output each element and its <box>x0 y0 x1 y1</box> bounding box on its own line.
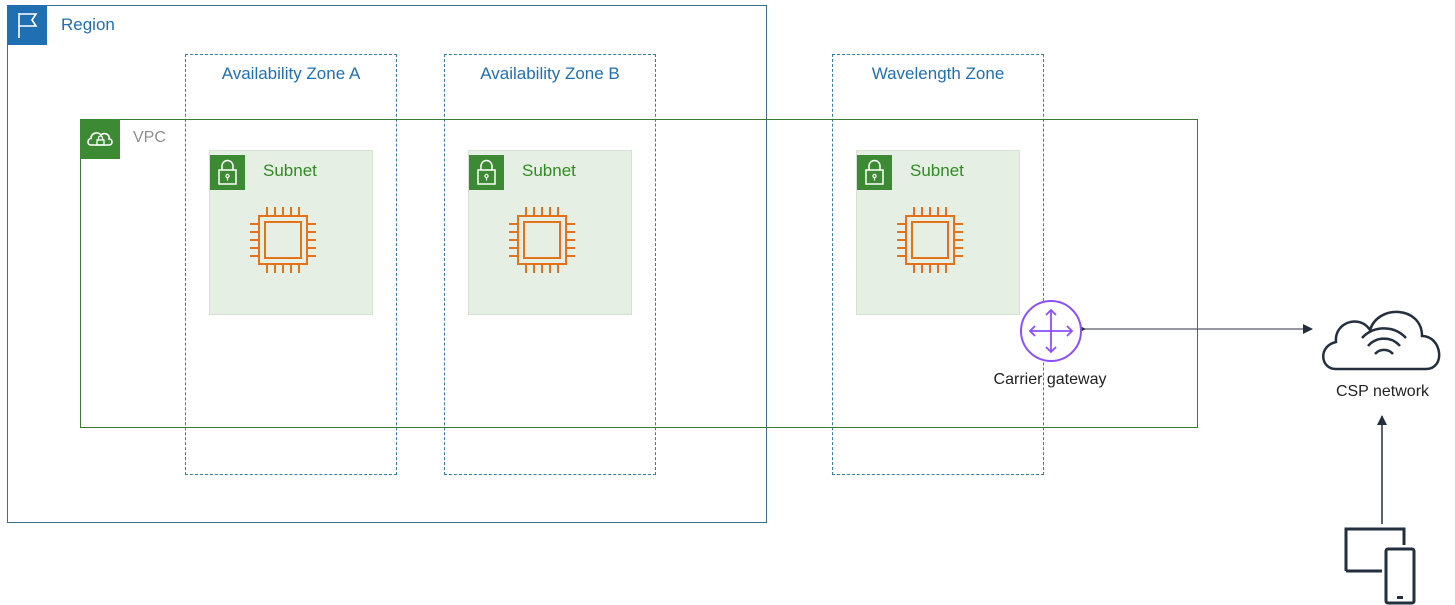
wavelength-zone: Wavelength Zone <box>832 54 1044 475</box>
subnet-badge <box>210 155 245 190</box>
availability-zone-a: Availability Zone A <box>185 54 397 475</box>
vpc-container <box>80 119 1198 428</box>
lock-icon <box>218 159 237 185</box>
zone-label: Wavelength Zone <box>871 64 1005 83</box>
vpc-label: VPC <box>133 129 166 146</box>
csp-network-label: CSP network <box>1335 383 1430 400</box>
zone-label: Availability Zone A <box>221 64 361 83</box>
ec2-instance-icon <box>509 207 575 273</box>
subnet-label: Subnet <box>263 161 317 180</box>
carrier-gateway-icon <box>1020 300 1082 362</box>
flag-icon <box>18 13 38 38</box>
subnet-label: Subnet <box>522 161 576 180</box>
carrier-gateway-label: Carrier gateway <box>993 371 1107 388</box>
vpc-badge <box>80 119 120 159</box>
lock-icon <box>865 159 884 185</box>
subnet-badge <box>857 155 892 190</box>
wireless-cloud-icon <box>1322 310 1441 371</box>
availability-zone-b: Availability Zone B <box>444 54 656 475</box>
mobile-devices-icon <box>1344 527 1416 605</box>
ec2-instance-icon <box>897 207 963 273</box>
subnet-badge <box>469 155 504 190</box>
zone-label: Availability Zone B <box>480 64 620 83</box>
subnet-label: Subnet <box>910 161 964 180</box>
cloud-lock-icon <box>87 132 113 146</box>
lock-icon <box>477 159 496 185</box>
region-badge <box>7 5 47 45</box>
region-label: Region <box>61 15 115 34</box>
region-container <box>7 5 767 523</box>
ec2-instance-icon <box>250 207 316 273</box>
